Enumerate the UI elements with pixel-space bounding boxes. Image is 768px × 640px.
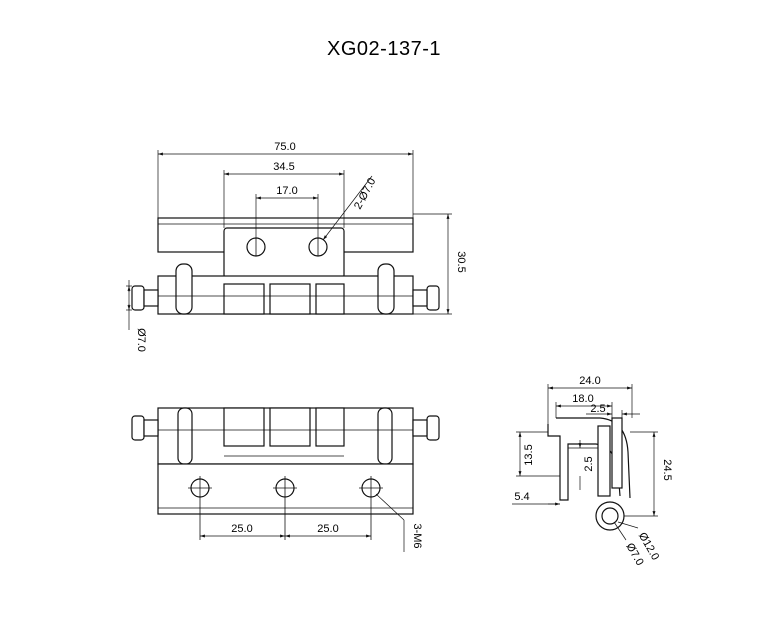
dim-top-height: 30.5 [455,251,467,272]
bottom-view: 25.0 25.0 3-M6 [131,407,440,552]
dim-side-offset: 5.4 [514,491,529,503]
dim-side-inner: 18.0 [572,393,593,405]
dim-top-holes: 2-Ø7.0 [352,176,378,211]
dim-bottom-threads: 3-M6 [411,523,423,548]
dim-bottom-pitch-1: 25.0 [231,523,252,535]
dim-side-thick: 2.5 [590,403,605,415]
dim-top-pin: Ø7.0 [135,328,147,352]
top-view: 75.0 34.5 17.0 2-Ø7.0 30.5 Ø7.0 [126,141,467,352]
side-view: 24.0 18.0 2.5 13.5 2.5 24.5 5.4 Ø12.0 [512,375,673,568]
dim-bottom-pitch-2: 25.0 [317,523,338,535]
dim-side-height: 13.5 [523,444,535,465]
dim-side-width: 24.0 [579,375,600,387]
dim-side-gap: 2.5 [583,456,595,471]
dim-side-total-h: 24.5 [661,459,673,480]
drawing-title: XG02-137-1 [327,38,441,60]
dim-top-hole-span: 34.5 [273,161,294,173]
dim-top-total: 75.0 [274,141,295,153]
dim-top-inner: 17.0 [276,185,297,197]
